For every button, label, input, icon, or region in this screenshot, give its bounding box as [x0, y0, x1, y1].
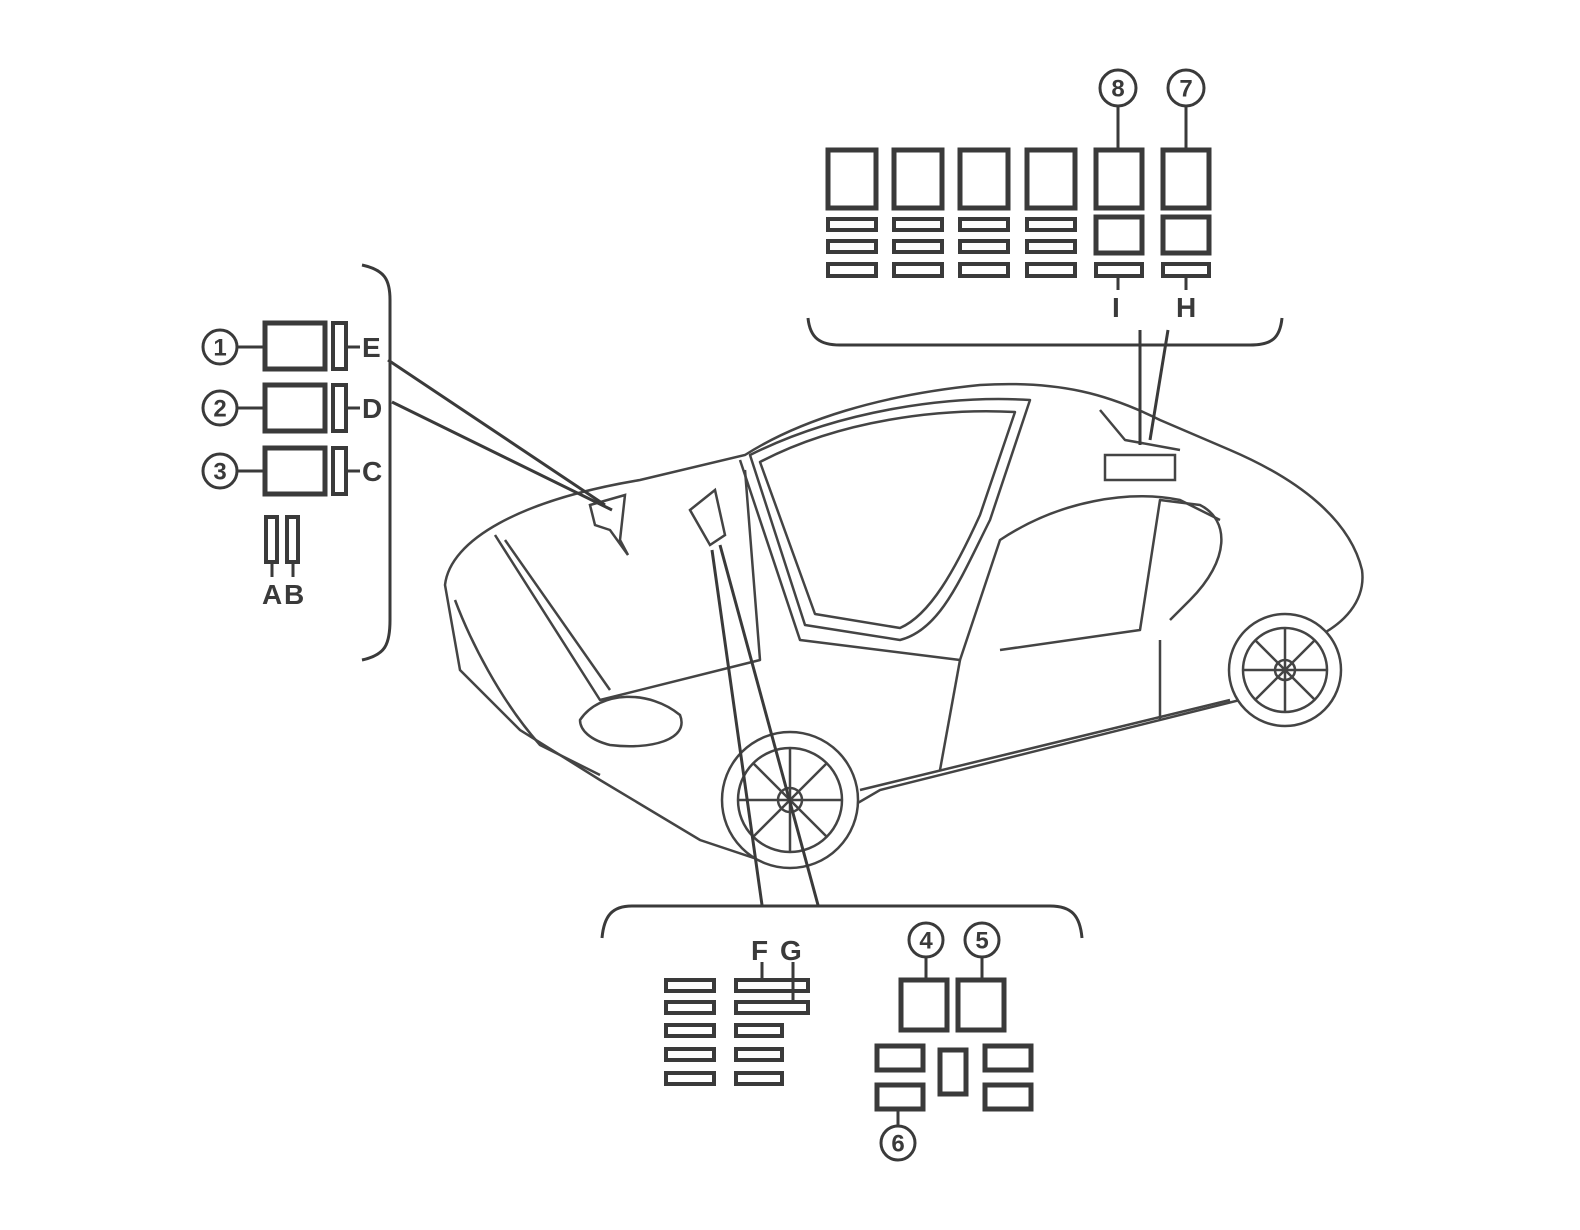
- svg-text:D: D: [362, 393, 382, 424]
- svg-text:6: 6: [891, 1131, 904, 1158]
- car-illustration: [443, 382, 1364, 870]
- svg-text:8: 8: [1111, 76, 1124, 103]
- engine-bay-relay-location: [688, 487, 727, 547]
- rear-fuse-relay-group: 8 I 7 H: [806, 68, 1284, 347]
- relay-8: 8 I: [1093, 68, 1145, 323]
- svg-text:3: 3: [213, 459, 226, 486]
- svg-text:A: A: [262, 579, 282, 610]
- engine-bay-fuse-location: [588, 493, 630, 556]
- svg-text:C: C: [362, 456, 382, 487]
- svg-text:I: I: [1112, 292, 1120, 323]
- relay-2: 2 D: [201, 382, 382, 434]
- svg-text:B: B: [284, 579, 304, 610]
- bracket: [600, 904, 1084, 939]
- relay-1: 1 E: [201, 320, 381, 372]
- svg-text:F: F: [751, 935, 768, 966]
- relay-5: 5: [955, 921, 1007, 1033]
- bracket: [361, 263, 392, 662]
- svg-text:E: E: [362, 332, 381, 363]
- svg-text:5: 5: [975, 928, 988, 955]
- relay-7: 7 H: [1160, 68, 1212, 323]
- svg-text:4: 4: [919, 928, 933, 955]
- svg-text:1: 1: [213, 335, 226, 362]
- relay-3: 3 C: [201, 445, 382, 497]
- fuses-a-b: A B: [262, 515, 304, 610]
- svg-text:G: G: [780, 935, 802, 966]
- svg-text:H: H: [1176, 292, 1196, 323]
- rear-wheel: [1227, 612, 1343, 728]
- bracket: [806, 317, 1284, 347]
- fuse-columns: [825, 147, 1078, 278]
- engine-bay-fuse-group: 1 E 2 D 3 C A B: [201, 263, 392, 662]
- small-relays: [874, 1043, 1034, 1112]
- fuse-rows: F G: [664, 935, 810, 1086]
- relay-6: 6: [879, 1109, 917, 1162]
- svg-text:2: 2: [213, 396, 226, 423]
- svg-text:7: 7: [1179, 76, 1192, 103]
- relay-4: 4: [898, 921, 950, 1033]
- rear-fuse-box-location: [1103, 453, 1177, 482]
- leader-lines: [387, 329, 1170, 906]
- front-fuse-relay-group: F G 4 5 6: [600, 904, 1084, 1162]
